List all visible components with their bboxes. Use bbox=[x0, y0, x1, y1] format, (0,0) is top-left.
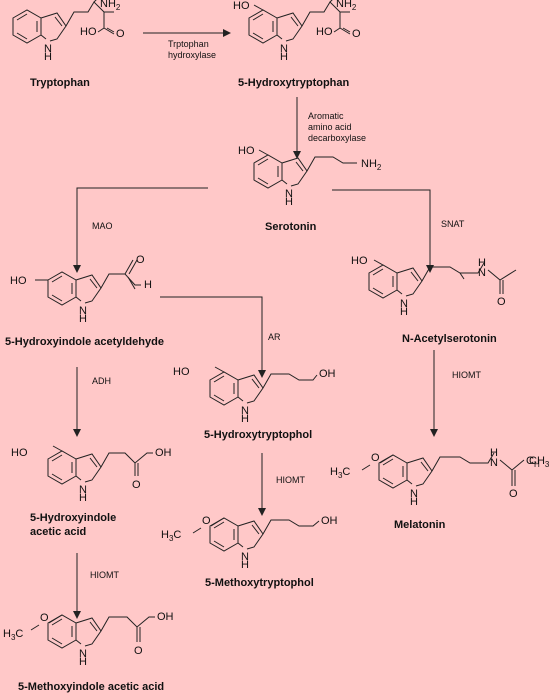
atom-n: N bbox=[44, 43, 52, 55]
arrow-mao bbox=[73, 187, 208, 273]
atom-o: O bbox=[134, 645, 143, 657]
enzyme-hiomt-2: HIOMT bbox=[276, 475, 305, 485]
atom-nh2: NH2 bbox=[361, 158, 382, 172]
compound-serotonin: HO N H NH2 bbox=[238, 145, 382, 208]
enzyme-aadc-line2: amino acid bbox=[308, 122, 352, 132]
atom-nh2: NH2 bbox=[100, 0, 121, 12]
atom-ho: HO bbox=[316, 26, 333, 38]
atom-n: N bbox=[241, 405, 249, 417]
atom-ho: HO bbox=[233, 0, 250, 12]
label-5-methoxyindole-acetic-acid: 5-Methoxyindole acetic acid bbox=[18, 681, 164, 693]
atom-o: O bbox=[136, 254, 145, 266]
atom-h: H bbox=[79, 313, 87, 325]
atom-h: H bbox=[280, 51, 288, 63]
label-5-hydroxyindole-acetic-acid-line1: 5-Hydroxyindole bbox=[30, 512, 116, 524]
arrow-snat bbox=[332, 189, 434, 273]
arrow-ar bbox=[160, 296, 266, 378]
atom-n: N bbox=[241, 551, 249, 563]
compound-5-hydroxytryptophan: HO N H NH2 HO O bbox=[233, 0, 361, 63]
atom-ho: HO bbox=[238, 145, 255, 157]
atom-n: N bbox=[79, 648, 87, 660]
compound-tryptophan: N H NH2 HO O bbox=[12, 0, 125, 63]
compound-5-hydroxyindole-acetyldehyde: HO N H O H bbox=[10, 254, 152, 325]
atom-h: H bbox=[241, 413, 249, 425]
atom-n: N bbox=[400, 298, 408, 310]
compound-5-hydroxytryptophol: HO N H OH bbox=[173, 366, 336, 425]
atom-oh: OH bbox=[157, 611, 174, 623]
atom-h: H bbox=[241, 559, 249, 571]
atom-ho: HO bbox=[173, 366, 190, 378]
atom-h: H bbox=[490, 447, 498, 459]
label-5-methoxytryptophol: 5-Methoxytryptophol bbox=[205, 577, 314, 589]
atom-h: H bbox=[478, 257, 486, 269]
atom-n: N bbox=[79, 484, 87, 496]
atom-o: O bbox=[202, 515, 211, 527]
atom-h3c: H3C bbox=[330, 466, 350, 480]
label-n-acetylserotonin: N-Acetylserotonin bbox=[402, 333, 497, 345]
compound-5-methoxyindole-acetic-acid: O H3C N H O OH bbox=[3, 611, 174, 668]
atom-h: H bbox=[44, 51, 52, 63]
atom-o: O bbox=[371, 452, 380, 464]
compound-5-hydroxyindole-acetic-acid: HO N H O OH bbox=[11, 445, 172, 504]
atom-h: H bbox=[79, 492, 87, 504]
label-5-hydroxyindole-acetic-acid-line2: acetic acid bbox=[30, 526, 86, 538]
atom-ho: HO bbox=[11, 447, 28, 459]
atom-o: O bbox=[116, 28, 125, 40]
atom-oh: OH bbox=[321, 515, 338, 527]
atom-o: O bbox=[497, 296, 506, 308]
atom-h: H bbox=[410, 496, 418, 508]
atom-ho: HO bbox=[351, 255, 368, 267]
atom-o: O bbox=[509, 488, 518, 500]
atom-o: O bbox=[40, 612, 49, 624]
atom-o: O bbox=[132, 479, 141, 491]
atom-n: N bbox=[285, 188, 293, 200]
enzyme-adh: ADH bbox=[92, 376, 111, 386]
label-melatonin: Melatonin bbox=[394, 519, 446, 531]
enzyme-snat: SNAT bbox=[441, 219, 465, 229]
label-5-hydroxyindole-acetyldehyde: 5-Hydroxyindole acetyldehyde bbox=[5, 336, 164, 348]
label-5-hydroxytryptophan: 5-Hydroxytryptophan bbox=[238, 77, 350, 89]
atom-h: H bbox=[79, 656, 87, 668]
enzyme-aadc-line3: decarboxylase bbox=[308, 133, 366, 143]
atom-h: H bbox=[144, 279, 152, 291]
atom-ho: HO bbox=[80, 26, 97, 38]
label-tryptophan: Tryptophan bbox=[30, 77, 90, 89]
atom-oh: OH bbox=[319, 368, 336, 380]
label-serotonin: Serotonin bbox=[265, 221, 317, 233]
atom-n: N bbox=[490, 457, 498, 469]
atom-h3c: H3C bbox=[3, 628, 23, 642]
atom-oh: OH bbox=[155, 447, 172, 459]
compound-5-methoxytryptophol: O H3C N H OH bbox=[161, 515, 338, 571]
atom-n: N bbox=[478, 267, 486, 279]
atom-ch3: CH3 bbox=[529, 455, 550, 469]
enzyme-hiomt-1: HIOMT bbox=[452, 370, 481, 380]
atom-h3c: H3C bbox=[161, 529, 181, 543]
compound-n-acetylserotonin: HO N H H N O bbox=[351, 255, 517, 318]
atom-h: H bbox=[285, 196, 293, 208]
enzyme-tph-line2: hydroxylase bbox=[168, 50, 216, 60]
atom-n: N bbox=[410, 488, 418, 500]
enzyme-tph-line1: Trptophan bbox=[168, 39, 209, 49]
atom-o: O bbox=[352, 28, 361, 40]
enzyme-hiomt-3: HIOMT bbox=[90, 570, 119, 580]
atom-nh2: NH2 bbox=[336, 0, 357, 12]
atom-ho: HO bbox=[10, 275, 27, 287]
label-5-hydroxytryptophol: 5-Hydroxytryptophol bbox=[204, 429, 312, 441]
atom-n: N bbox=[280, 43, 288, 55]
atom-n: N bbox=[79, 305, 87, 317]
enzyme-mao: MAO bbox=[92, 221, 113, 231]
atom-h: H bbox=[400, 306, 408, 318]
enzyme-ar: AR bbox=[268, 332, 281, 342]
compound-melatonin: O H3C N H H N O CH bbox=[330, 447, 540, 508]
enzyme-aadc-line1: Aromatic bbox=[308, 111, 344, 121]
